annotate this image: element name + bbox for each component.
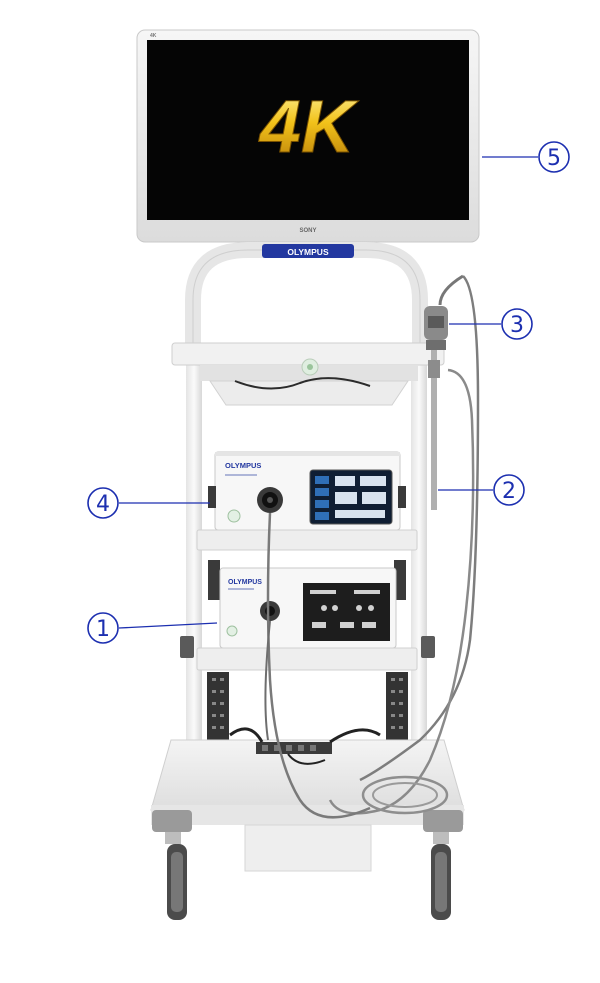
light-source-power-button: [226, 625, 238, 637]
processor-cable: [266, 512, 371, 819]
left-handle: [180, 636, 194, 658]
monitor-corner-mark: 4K: [150, 33, 157, 39]
cable-coil: [361, 775, 449, 815]
scope-shaft: [431, 350, 437, 510]
callout-4: 4: [87, 487, 210, 519]
wheel-front-right: [423, 810, 463, 920]
right-handle: [421, 636, 435, 658]
perforated-rail-mid-left: [208, 560, 406, 600]
tower-arch-label: OLYMPUS: [287, 247, 329, 257]
monitor-brand: SONY: [299, 228, 316, 234]
camera-cable: [359, 275, 480, 782]
callout-3: 3: [449, 308, 533, 340]
callout-1: 1: [87, 612, 218, 644]
tower-arch-badge: [262, 244, 354, 258]
middle-shelf: [196, 529, 418, 551]
cart-base: [150, 727, 465, 872]
callout-5-number: 5: [547, 146, 561, 171]
processor-top-brand: OLYMPUS: [225, 461, 261, 470]
monitor: 4K 4K SONY: [136, 29, 480, 250]
perforated-rail-left: [207, 672, 229, 744]
top-shelf: [171, 342, 445, 406]
wheel-front-left: [152, 810, 192, 920]
perforated-rail-right: [386, 672, 408, 744]
monitor-screen: [147, 40, 469, 220]
callout-5: 5: [482, 141, 570, 173]
callout-3-number: 3: [510, 313, 524, 338]
callout-4-number: 4: [96, 492, 110, 517]
light-source-cable: [264, 620, 271, 741]
light-source-unit: OLYMPUS: [219, 567, 397, 649]
processor-top-unit: OLYMPUS: [208, 451, 406, 531]
callout-2-number: 2: [502, 479, 516, 504]
camera-head: [424, 274, 464, 510]
lower-shelf: [196, 647, 418, 671]
light-source-brand: OLYMPUS: [228, 579, 262, 586]
callout-2: 2: [438, 474, 525, 506]
processor-power-button: [227, 509, 241, 523]
callout-1-number: 1: [96, 617, 110, 642]
monitor-4k-text: 4K: [258, 85, 359, 168]
